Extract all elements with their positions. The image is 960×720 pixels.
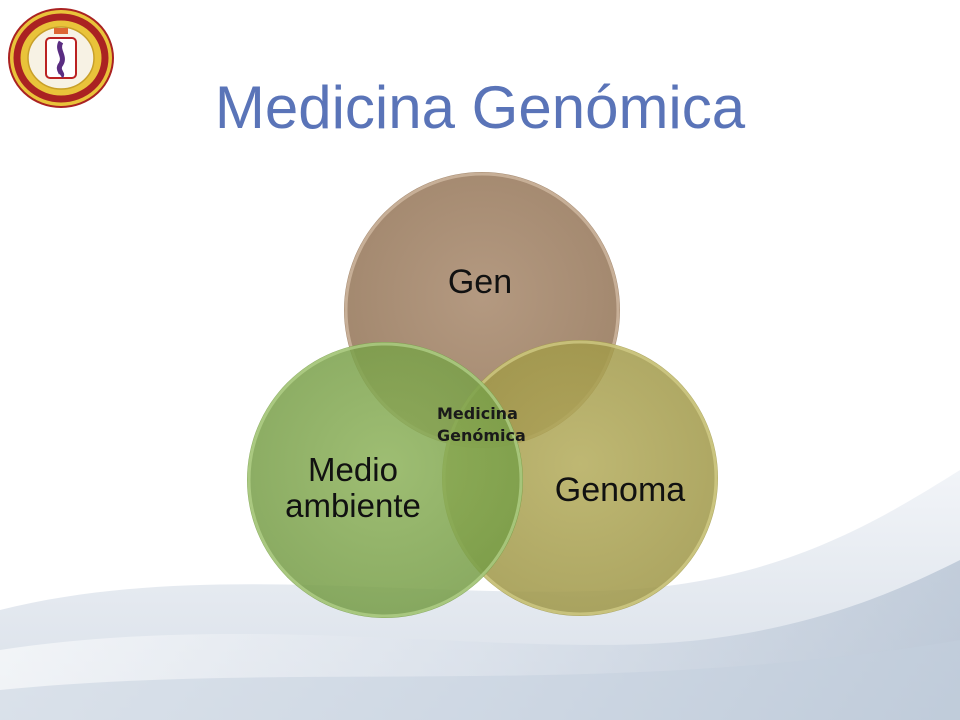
- circle-medio-ambiente: [247, 342, 523, 618]
- circle-label-medio-line1: Medio: [308, 451, 398, 488]
- center-label: Medicina Genómica: [437, 403, 577, 446]
- center-label-line2: Genómica: [437, 425, 526, 445]
- circle-label-gen: Gen: [447, 263, 513, 301]
- slide-title: Medicina Genómica: [214, 74, 746, 141]
- circle-label-medio-line2: ambiente: [285, 487, 421, 525]
- circle-label-medio-ambiente: Medio ambiente: [238, 451, 468, 525]
- university-seal-logo: [8, 8, 114, 108]
- center-label-line1: Medicina: [437, 404, 518, 423]
- circle-label-genoma: Genoma: [554, 471, 686, 509]
